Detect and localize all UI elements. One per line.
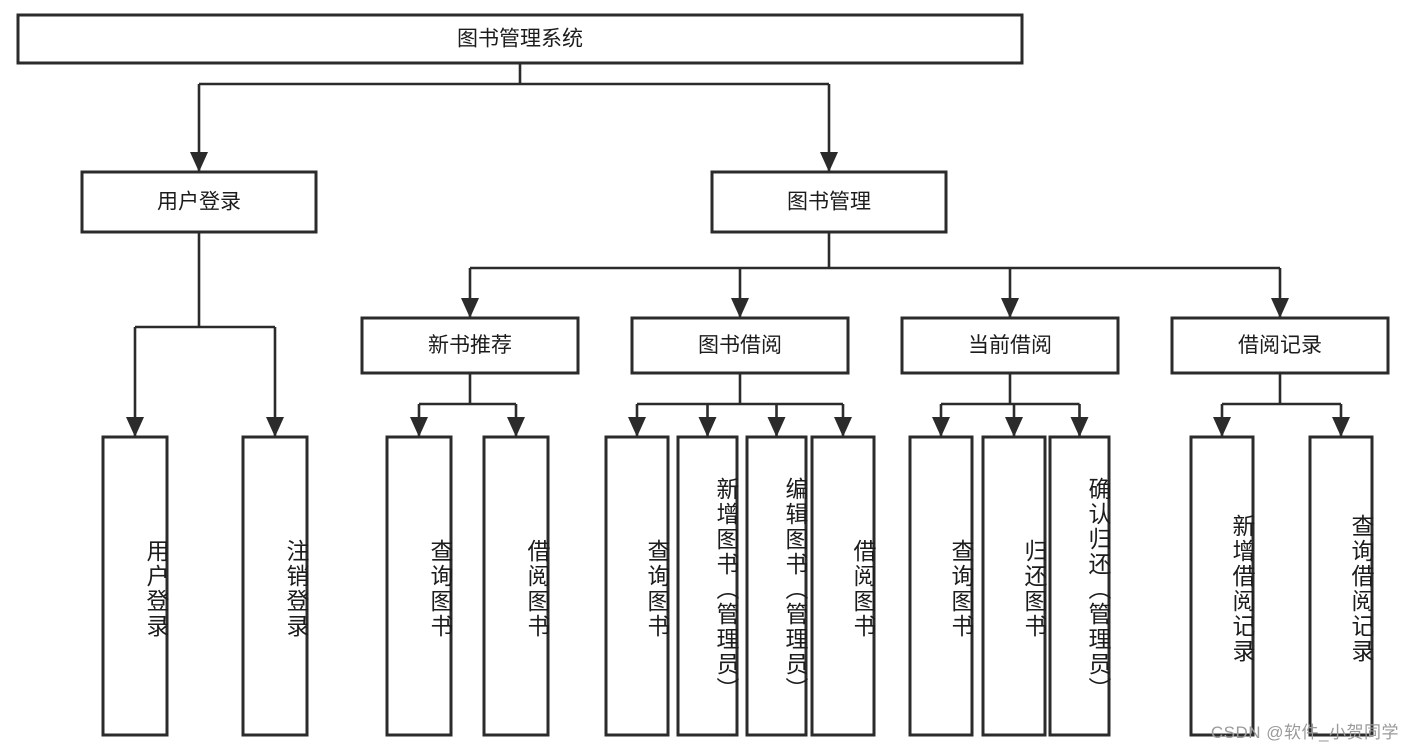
node-leaf-query-book[interactable] bbox=[604, 435, 670, 737]
node-label-book-manage: 图书管理 bbox=[787, 191, 871, 214]
arrow-head-icon bbox=[461, 298, 479, 318]
arrow-head-icon bbox=[731, 298, 749, 318]
node-box-leaf-confirm-return bbox=[1048, 435, 1111, 737]
node-label-user-login: 用户登录 bbox=[157, 191, 241, 214]
node-box-leaf-borrow-book-rec bbox=[482, 435, 550, 737]
node-leaf-user-login[interactable] bbox=[101, 435, 169, 737]
node-box-borrow-record bbox=[1170, 316, 1390, 375]
node-leaf-edit-book[interactable] bbox=[745, 435, 808, 737]
node-box-user-login bbox=[80, 170, 318, 234]
arrow-head-icon bbox=[507, 417, 525, 437]
node-box-leaf-query-borrow-record bbox=[1308, 435, 1374, 737]
node-leaf-query-borrow-record[interactable] bbox=[1308, 435, 1374, 737]
node-label-book-borrow: 图书借阅 bbox=[698, 334, 782, 357]
arrow-head-icon bbox=[698, 417, 717, 437]
node-box-leaf-return-book bbox=[981, 435, 1047, 737]
node-box-leaf-query-book-rec bbox=[385, 435, 453, 737]
arrow-head-icon bbox=[1332, 417, 1350, 437]
node-box-leaf-add-borrow-record bbox=[1189, 435, 1255, 737]
arrow-head-icon bbox=[410, 417, 428, 437]
node-label-new-book-rec: 新书推荐 bbox=[428, 334, 512, 357]
node-box-book-manage bbox=[710, 170, 948, 234]
node-leaf-borrow-book[interactable] bbox=[810, 435, 876, 737]
node-borrow-record[interactable]: 借阅记录 bbox=[1170, 316, 1390, 375]
node-box-leaf-user-logout bbox=[241, 435, 309, 737]
arrow-head-icon bbox=[190, 152, 208, 172]
node-label-borrow-record: 借阅记录 bbox=[1238, 334, 1322, 357]
arrow-head-icon bbox=[126, 417, 144, 437]
node-leaf-query-book-cur[interactable] bbox=[908, 435, 974, 737]
arrow-head-icon bbox=[932, 417, 950, 437]
node-leaf-return-book[interactable] bbox=[981, 435, 1047, 737]
arrow-head-icon bbox=[1005, 417, 1023, 437]
node-leaf-confirm-return[interactable] bbox=[1048, 435, 1111, 737]
node-root[interactable]: 图书管理系统 bbox=[16, 13, 1024, 65]
node-label-current-borrow: 当前借阅 bbox=[968, 334, 1052, 357]
node-box-leaf-borrow-book bbox=[810, 435, 876, 737]
node-current-borrow[interactable]: 当前借阅 bbox=[900, 316, 1120, 375]
watermark-text: CSDN @软件_小贺同学 bbox=[1210, 723, 1399, 742]
arrow-head-icon bbox=[1213, 417, 1231, 437]
node-box-leaf-edit-book bbox=[745, 435, 808, 737]
node-leaf-user-logout[interactable] bbox=[241, 435, 309, 737]
node-box-new-book-rec bbox=[360, 316, 580, 375]
node-leaf-borrow-book-rec[interactable] bbox=[482, 435, 550, 737]
connector-layer bbox=[126, 63, 1350, 437]
arrow-head-icon bbox=[1271, 298, 1289, 318]
node-new-book-rec[interactable]: 新书推荐 bbox=[360, 316, 580, 375]
node-leaf-query-book-rec[interactable] bbox=[385, 435, 453, 737]
node-box-root bbox=[16, 13, 1024, 65]
node-label-root: 图书管理系统 bbox=[457, 28, 583, 51]
node-box-current-borrow bbox=[900, 316, 1120, 375]
node-leaf-add-borrow-record[interactable] bbox=[1189, 435, 1255, 737]
arrow-head-icon bbox=[1001, 298, 1019, 318]
node-box-book-borrow bbox=[630, 316, 850, 375]
node-user-login[interactable]: 用户登录 bbox=[80, 170, 318, 234]
node-box-leaf-add-book bbox=[676, 435, 739, 737]
node-box-leaf-query-book-cur bbox=[908, 435, 974, 737]
arrow-head-icon bbox=[820, 152, 838, 172]
node-leaf-add-book[interactable] bbox=[676, 435, 739, 737]
node-box-leaf-query-book bbox=[604, 435, 670, 737]
node-box-leaf-user-login bbox=[101, 435, 169, 737]
arrow-head-icon bbox=[628, 417, 646, 437]
arrow-head-icon bbox=[1070, 417, 1089, 437]
arrow-head-icon bbox=[834, 417, 852, 437]
node-book-manage[interactable]: 图书管理 bbox=[710, 170, 948, 234]
node-book-borrow[interactable]: 图书借阅 bbox=[630, 316, 850, 375]
arrow-head-icon bbox=[767, 417, 786, 437]
arrow-head-icon bbox=[266, 417, 284, 437]
